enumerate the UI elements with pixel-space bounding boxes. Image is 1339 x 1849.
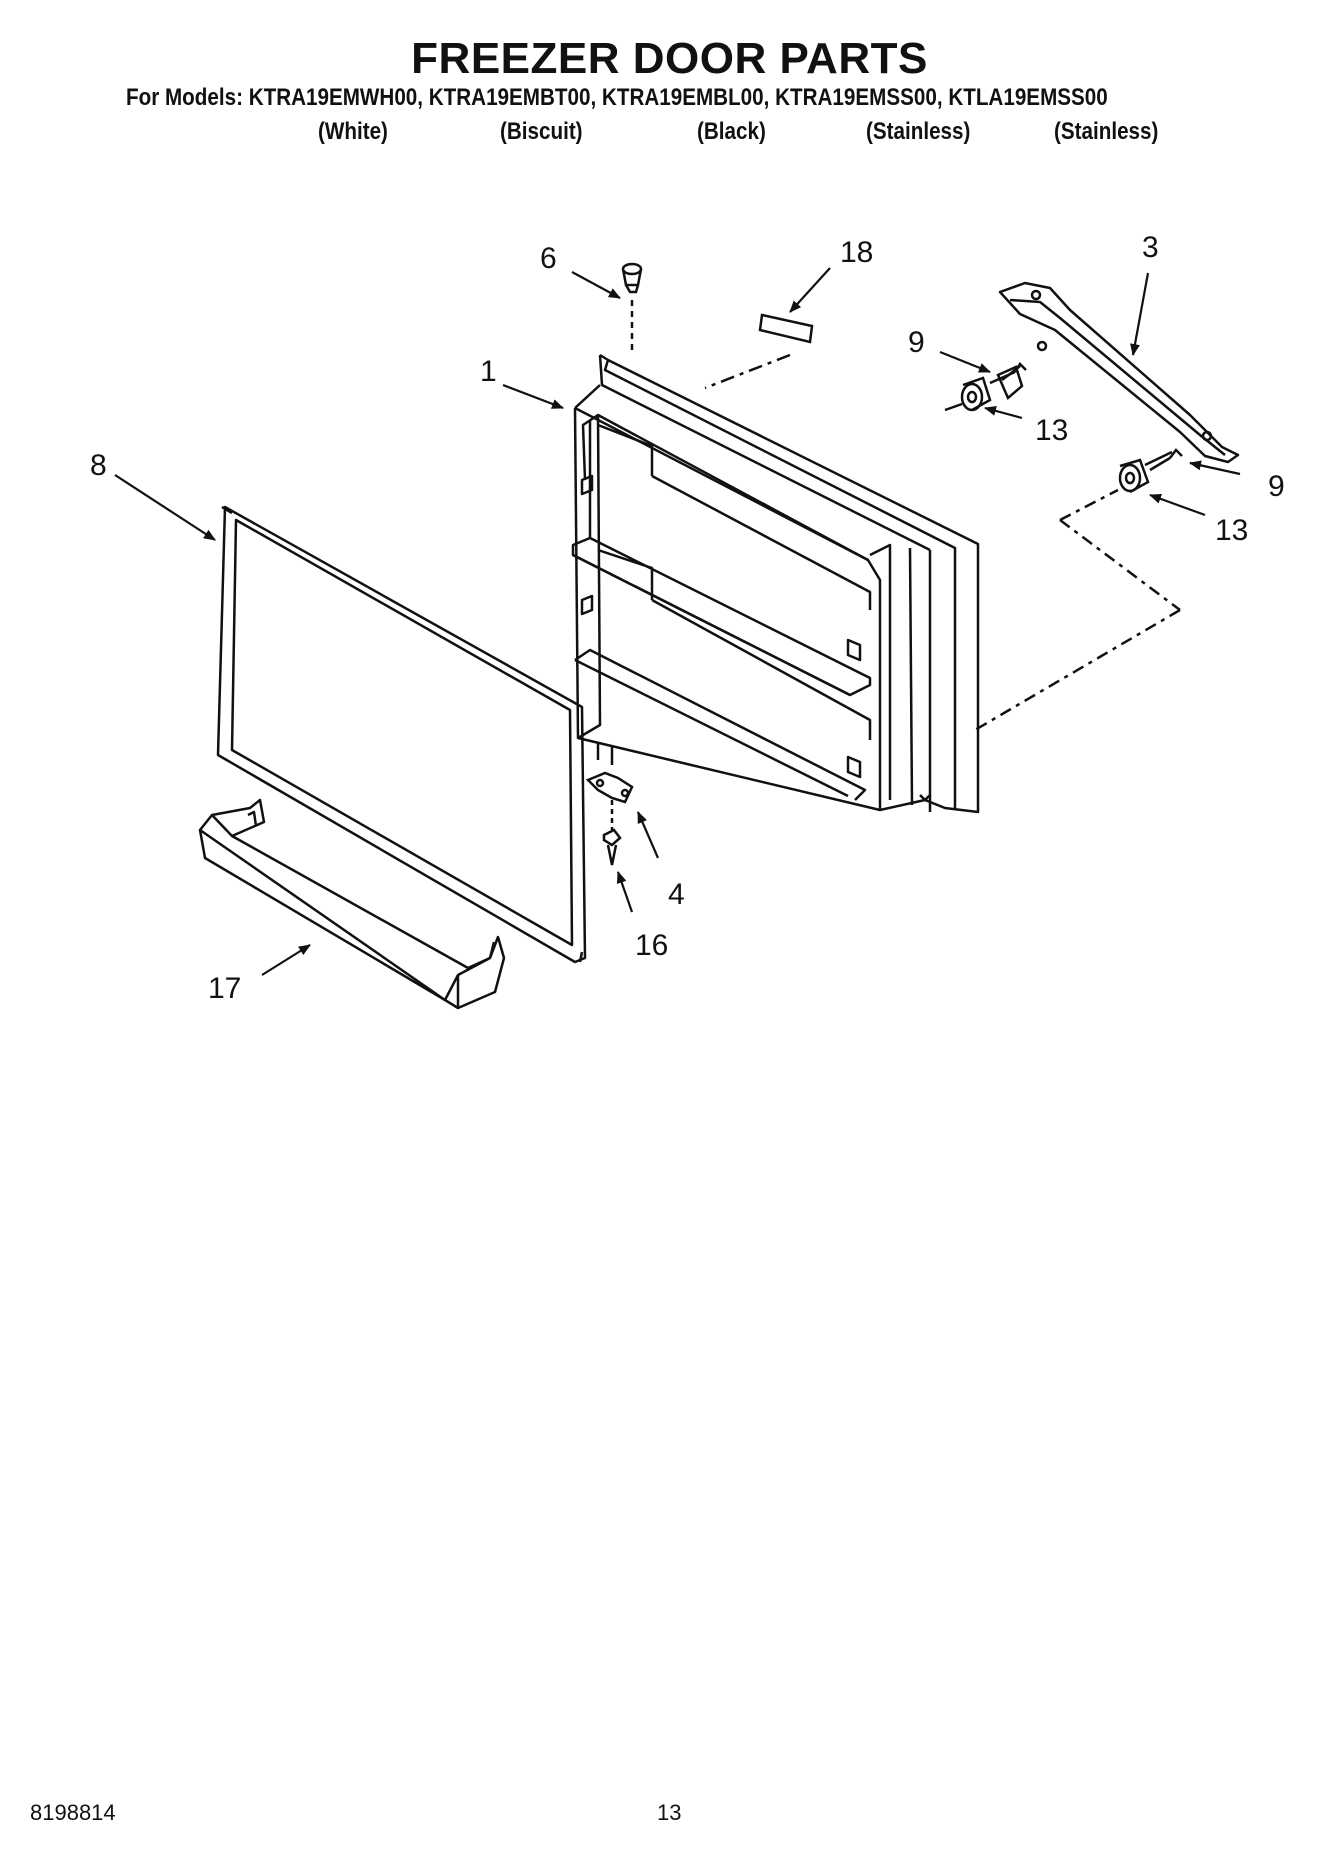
- color-label-stainless-2: (Stainless): [1054, 118, 1159, 145]
- door-panel: [571, 353, 980, 814]
- page-number: 13: [657, 1800, 682, 1825]
- page-title: FREEZER DOOR PARTS: [411, 34, 928, 83]
- callout-hinge-screw: 16: [635, 929, 668, 962]
- document-number: 8198814: [30, 1800, 116, 1825]
- callout-door-panel: 1: [480, 355, 497, 388]
- callout-handle-screw-lower: 9: [1268, 470, 1285, 503]
- door-handle: [998, 281, 1240, 464]
- callout-door-gasket: 8: [90, 449, 107, 482]
- leader-lines: [114, 267, 1241, 976]
- callout-handle-screw-upper: 9: [908, 326, 925, 359]
- callout-spacer-upper: 13: [1035, 414, 1068, 447]
- callout-label: 18: [840, 236, 873, 269]
- color-label-black: (Black): [697, 118, 766, 145]
- door-gasket: [216, 505, 587, 964]
- color-label-white: (White): [318, 118, 388, 145]
- models-line: For Models: KTRA19EMWH00, KTRA19EMBT00, …: [126, 84, 1108, 111]
- door-bin: [198, 798, 506, 1010]
- handle-hardware-upper: [944, 362, 1027, 412]
- callout-spacer-lower: 13: [1215, 514, 1248, 547]
- callout-plug-button: 6: [540, 242, 557, 275]
- plug-button: [621, 262, 643, 350]
- handle-hardware-lower: [974, 448, 1183, 732]
- color-label-biscuit: (Biscuit): [500, 118, 583, 145]
- label-tag: [704, 313, 814, 390]
- color-label-stainless-1: (Stainless): [866, 118, 971, 145]
- callout-hinge: 4: [668, 878, 685, 911]
- hinge-assembly: [585, 742, 634, 866]
- callout-door-bin: 17: [208, 972, 241, 1005]
- callout-handle: 3: [1142, 231, 1159, 264]
